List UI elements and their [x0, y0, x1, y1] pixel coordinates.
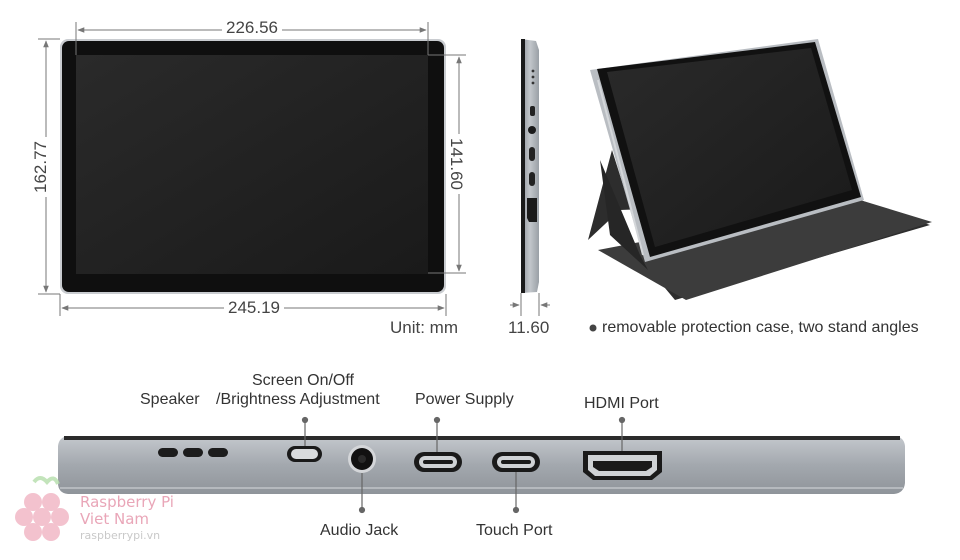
dimension-lines-side [510, 293, 550, 316]
watermark-line1: Raspberry Pi [80, 493, 174, 511]
watermark-line2: Viet Nam [80, 510, 150, 528]
edge-view [58, 436, 905, 494]
dimension-total-height: 162.77 [31, 137, 50, 197]
dimension-screen-height: 141.60 [447, 134, 466, 194]
label-audio-jack: Audio Jack [320, 522, 399, 539]
label-touch-port: Touch Port [476, 522, 553, 539]
label-screen-button-line2: /Brightness Adjustment [216, 391, 380, 408]
dimension-screen-width: 226.56 [222, 19, 282, 37]
bullet-dot [589, 324, 597, 332]
watermark-text: Raspberry Pi Viet Nam raspberrypi.vn [80, 494, 174, 543]
dimension-total-width: 245.19 [224, 299, 284, 317]
label-speaker: Speaker [140, 391, 200, 408]
side-view [521, 39, 539, 293]
callout-lines [301, 416, 626, 514]
label-screen-button-line1: Screen On/Off [252, 372, 354, 389]
front-view [60, 39, 446, 294]
raspberry-logo [15, 476, 69, 541]
feature-note: removable protection case, two stand ang… [602, 319, 919, 336]
dimension-thickness: 11.60 [504, 319, 554, 337]
label-hdmi-port: HDMI Port [584, 395, 659, 412]
dimension-unit: Unit: mm [386, 319, 462, 337]
label-power-supply: Power Supply [415, 391, 514, 408]
watermark-line3: raspberrypi.vn [80, 529, 161, 542]
perspective-view [588, 39, 932, 300]
